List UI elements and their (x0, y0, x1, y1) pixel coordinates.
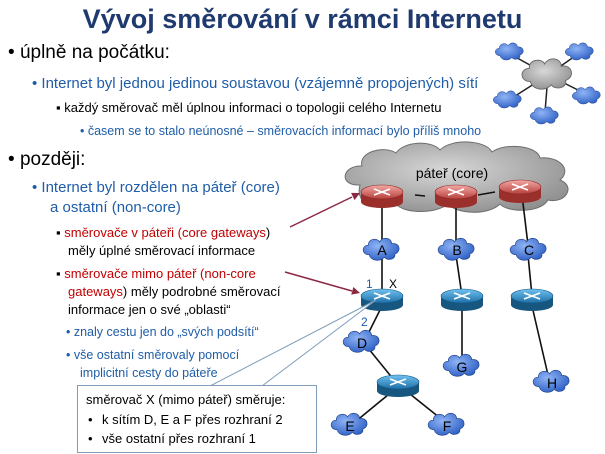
bullet-too-much-text: časem se to stalo neúnosné – směrovacích… (87, 124, 482, 138)
bullet-early: • úplně na počátku: (8, 42, 170, 63)
router-d (376, 374, 420, 397)
bullet-own-subnets: • znaly cestu jen do „svých podsítí“ (66, 325, 259, 339)
bullet-full-info: ▪ každý směrovač měl úplnou informaci o … (56, 100, 442, 115)
arrow-noncore (284, 271, 362, 297)
bullet-later-text: později: (19, 149, 86, 170)
bullet-split: • Internet byl rozdělen na páteř (core) (32, 179, 280, 196)
bullet-own-subnets-text: znaly cestu jen do „svých podsítí“ (73, 325, 259, 339)
bullet-default-route-text: vše ostatní směrovaly pomocí (73, 348, 240, 362)
noncore-red-3: gateways (68, 284, 123, 299)
bullet-early-text: úplně na počátku: (19, 42, 170, 63)
core-router-1 (360, 184, 404, 208)
bullet-split-cont: a ostatní (non-core) (50, 199, 181, 216)
net-b-label: B (452, 242, 461, 258)
router-b (440, 288, 484, 311)
core-gw-end: ) (265, 225, 271, 240)
callout-box: směrovač X (mimo páteř) směruje: k sítím… (77, 385, 317, 453)
net-f-label: F (443, 418, 452, 434)
core-routers (360, 179, 542, 208)
bullet-single-system: • Internet byl jednou jedinou soustavou … (32, 75, 479, 92)
iface-1-label: 1 (366, 277, 373, 291)
net-h-label: H (547, 375, 557, 391)
backbone-label: páteř (core) (416, 165, 488, 181)
bullet-split-text-a: Internet byl rozdělen na páteř (core) (41, 179, 280, 196)
noncore-red-1: směrovače mimo páteř ( (64, 266, 205, 281)
bullet-noncore-line2: gateways) měly podrobné směrovací (68, 282, 280, 302)
bullet-full-info-text: každý směrovač měl úplnou informaci o to… (64, 100, 442, 115)
bullet-too-much: • časem se to stalo neúnosné – směrovací… (80, 124, 482, 138)
bullet-default-route: • vše ostatní směrovaly pomocí (66, 348, 240, 362)
net-a-label: A (377, 242, 387, 258)
router-x-label: X (389, 277, 397, 291)
bullet-core-gateways-cont: měly úplné směrovací informace (68, 243, 256, 258)
iface-2-label: 2 (361, 315, 368, 329)
callout-title: směrovač X (mimo páteř) směruje: (86, 392, 286, 407)
core-gw-red-2: core gateways (182, 225, 266, 240)
router-c (510, 288, 554, 311)
core-router-3 (498, 179, 542, 203)
bullet-later: • později: (8, 149, 86, 170)
core-router-2 (434, 184, 478, 208)
router-x (360, 288, 404, 311)
bullet-default-route-cont: implicitní cesty do páteře (80, 366, 218, 380)
callout-item-1: k sítím D, E a F přes rozhraní 2 (88, 412, 283, 427)
core-gw-red-1: směrovače v páteři ( (64, 225, 182, 240)
arrow-core (289, 189, 362, 228)
net-e-label: E (345, 418, 354, 434)
bullet-noncore-line3: informace jen o své „oblasti“ (68, 302, 231, 317)
bullet-noncore: ▪ směrovače mimo páteř (non-core (56, 266, 256, 281)
edge-routers (360, 288, 554, 397)
page-title: Vývoj směrování v rámci Internetu (82, 4, 523, 34)
callout-item-2: vše ostatní přes rozhraní 1 (88, 431, 256, 446)
net-d-label: D (357, 335, 367, 351)
bullet-core-gateways: ▪ směrovače v páteři (core gateways) (56, 225, 271, 240)
net-g-label: G (457, 359, 468, 375)
net-c-label: C (524, 242, 534, 258)
bullet-single-system-text: Internet byl jednou jedinou soustavou (v… (41, 75, 479, 92)
noncore-end: ) měly podrobné směrovací (122, 284, 281, 299)
noncore-red-2: non-core (204, 266, 256, 281)
